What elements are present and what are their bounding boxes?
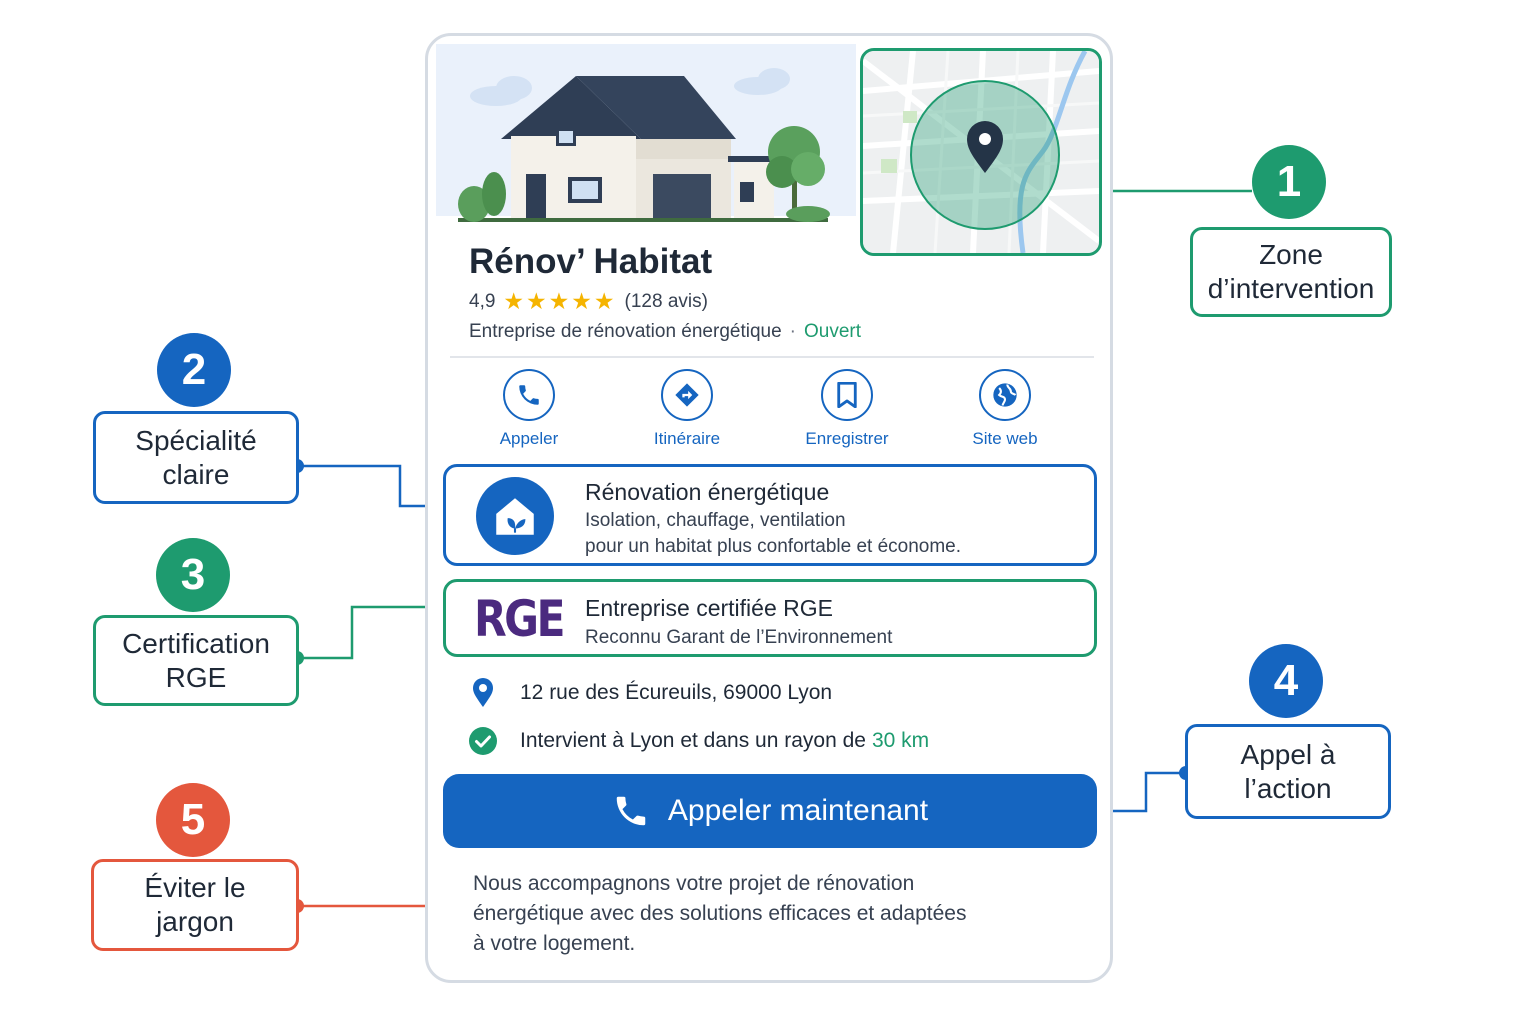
- annotation-badge-1: 1: [1252, 145, 1326, 219]
- save-action-button[interactable]: Enregistrer: [782, 369, 912, 449]
- open-status: Ouvert: [803, 321, 862, 342]
- review-count[interactable]: (128 avis): [624, 290, 708, 312]
- category-line: Entreprise de rénovation énergétique · Ouv…: [469, 321, 861, 343]
- service-area-radius: 30 km: [871, 729, 930, 752]
- annotation-1-line-1: Zone: [1259, 239, 1323, 270]
- annotation-2-line-1: Spécialité: [135, 424, 257, 456]
- rating-line: 4,9 ★★★★★ (128 avis): [469, 288, 708, 315]
- website-action-button[interactable]: Site web: [940, 369, 1070, 449]
- address-row[interactable]: 12 rue des Écureuils, 69000 Lyon: [468, 678, 832, 708]
- bookmark-icon: [821, 369, 873, 421]
- annotation-3-line-1: Certification: [122, 627, 270, 659]
- business-description: Nous accompagnons votre projet de rénova…: [473, 869, 1053, 959]
- annotation-3-line-2: RGE: [165, 661, 227, 693]
- phone-icon: [503, 369, 555, 421]
- specialty-desc-1: Isolation, chauffage, ventilation: [585, 510, 846, 531]
- directions-action-label: Itinéraire: [653, 429, 721, 448]
- specialty-title: Rénovation énergétique: [585, 479, 830, 505]
- address-text: 12 rue des Écureuils, 69000 Lyon: [520, 681, 833, 704]
- save-action-label: Enregistrer: [805, 429, 889, 448]
- check-circle-icon: [468, 726, 498, 756]
- business-profile-card: Rénov’ Habitat 4,9 ★★★★★ (128 avis) Entr…: [425, 33, 1113, 983]
- house-illustration: [436, 44, 856, 224]
- description-line-1: Nous accompagnons votre projet de rénova…: [473, 872, 915, 895]
- certification-desc: Reconnu Garant de l’Environnement: [585, 627, 893, 648]
- annotation-4-line-1: Appel à: [1240, 738, 1336, 770]
- service-area-map: [860, 48, 1102, 256]
- phone-icon: [612, 792, 650, 830]
- business-category: Entreprise de rénovation énergétique: [469, 321, 782, 342]
- annotation-badge-5: 5: [156, 783, 230, 857]
- call-action-label: Appeler: [499, 429, 559, 448]
- call-now-button[interactable]: Appeler maintenant: [443, 774, 1097, 848]
- description-line-3: à votre logement.: [473, 932, 636, 955]
- directions-action-button[interactable]: Itinéraire: [622, 369, 752, 449]
- directions-icon: [661, 369, 713, 421]
- certification-box: RGE Entreprise certifiée RGE Reconnu Gar…: [443, 579, 1097, 657]
- divider: [450, 356, 1094, 358]
- connector-3: [297, 605, 438, 660]
- annotation-5-line-1: Éviter le: [144, 872, 246, 903]
- globe-icon: [979, 369, 1031, 421]
- eco-house-icon: [476, 477, 554, 555]
- location-pin-icon: [468, 678, 498, 708]
- rating-stars-icon: ★★★★★: [503, 288, 617, 314]
- annotation-badge-2: 2: [157, 333, 231, 407]
- specialty-box: Rénovation énergétique Isolation, chauff…: [443, 464, 1097, 566]
- annotation-badge-3: 3: [156, 538, 230, 612]
- specialty-desc-2: pour un habitat plus confortable et écon…: [585, 536, 962, 557]
- call-action-button[interactable]: Appeler: [464, 369, 594, 449]
- call-now-label: Appeler maintenant: [667, 794, 929, 827]
- description-line-2: énergétique avec des solutions efficaces…: [473, 902, 967, 925]
- annotation-1-line-2: d’intervention: [1207, 273, 1375, 304]
- annotation-badge-4: 4: [1249, 644, 1323, 718]
- annotation-5-line-2: jargon: [156, 906, 234, 937]
- website-action-label: Site web: [972, 429, 1038, 448]
- rating-value: 4,9: [469, 290, 496, 312]
- certification-title: Entreprise certifiée RGE: [585, 595, 833, 621]
- rge-logo: RGE: [474, 590, 566, 648]
- service-area-text: Intervient à Lyon et dans un rayon de: [520, 729, 866, 752]
- business-name: Rénov’ Habitat: [469, 242, 713, 281]
- annotation-4-line-2: l’action: [1244, 772, 1332, 804]
- map-pin-icon: [967, 121, 1003, 173]
- connector-2: [297, 464, 438, 508]
- annotation-2-line-2: claire: [162, 458, 230, 490]
- separator-dot: ·: [789, 321, 796, 342]
